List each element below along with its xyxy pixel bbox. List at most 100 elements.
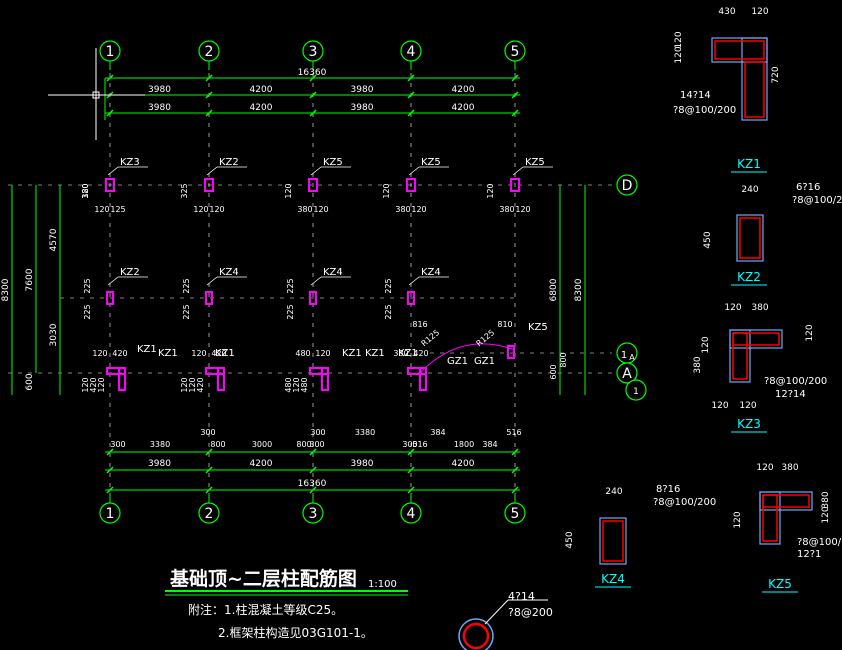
- small-dim-d-5: 120: [209, 205, 224, 214]
- dim-bottom-main-2: 3980: [351, 459, 374, 469]
- axis-right-D-circle: [616, 174, 638, 196]
- dim-top-2-3: 4200: [452, 103, 475, 113]
- column-label-mid-3: KZ4: [421, 267, 441, 278]
- dim-left-2: 4570: [49, 228, 59, 251]
- column-mid-3: [407, 291, 415, 305]
- column-label-extra: KZ5: [528, 322, 548, 333]
- detail-dim: 120: [733, 511, 743, 528]
- column-label-a-3: KZ1: [342, 348, 362, 359]
- dim-right-3: 800: [559, 352, 568, 367]
- note-1: 附注：1.柱混凝土等级C25。: [188, 602, 343, 617]
- dim-tick: [205, 74, 213, 82]
- axis-top-5-label: 5: [511, 44, 520, 60]
- small-dim-a-1: 420: [112, 349, 127, 358]
- dim-top-1-0: 3980: [148, 85, 171, 95]
- dim-bottom-detail-8: 3380: [355, 428, 375, 437]
- label-leader: [310, 166, 322, 176]
- dim-tick: [511, 74, 519, 82]
- small-dim-a-7: 120: [180, 377, 189, 392]
- small-dim-mid-4: 225: [286, 278, 295, 293]
- dim-tick: [106, 486, 114, 494]
- gz-label-1: GZ1: [474, 356, 495, 367]
- small-dim-d-0: 380: [81, 183, 90, 198]
- dim-bottom-detail-6: 800: [296, 440, 311, 449]
- axis-right-A-circle: [616, 362, 638, 384]
- detail-dim: 380: [693, 356, 703, 373]
- small-dim-mid-2: 225: [182, 278, 191, 293]
- dim-bottom-detail-13: 384: [482, 440, 497, 449]
- label-leader: [310, 276, 322, 286]
- dim-left-0: 8300: [1, 278, 11, 301]
- dim-top-2-1: 4200: [250, 103, 273, 113]
- detail-rebar-label: 8?16: [656, 484, 680, 495]
- dim-tick: [106, 448, 114, 456]
- dim-top-1-1: 4200: [250, 85, 273, 95]
- small-dim-d-2: 125: [110, 205, 125, 214]
- detail-dim: 430: [718, 7, 735, 17]
- small-dim-mid-5: 225: [286, 304, 295, 319]
- detail-outline: [736, 214, 764, 262]
- small-dim-a-2: 120: [81, 377, 90, 392]
- small-dim-a-4: 120: [97, 377, 106, 392]
- column-label-d-2: KZ5: [323, 157, 343, 168]
- detail-rebar-label: ?8@100/200: [653, 497, 716, 508]
- detail-outline: [729, 329, 751, 383]
- axis-right-1A-num: 1: [621, 350, 627, 361]
- round-rebar-main: 4?14: [508, 590, 535, 603]
- small-dim-d-9: 120: [382, 183, 391, 198]
- column-d-0: [105, 178, 115, 192]
- detail-caption: KZ4: [601, 572, 625, 586]
- label-leader: [512, 166, 524, 176]
- dim-tick: [205, 448, 213, 456]
- axis-top-1-circle: [99, 40, 121, 62]
- detail-rebar-label: 12?1: [797, 549, 821, 560]
- axis-bottom-2-label: 2: [205, 506, 214, 522]
- small-dim-a-8: 120: [188, 377, 197, 392]
- dim-tick: [106, 74, 114, 82]
- dim-bottom-main-1: 4200: [250, 459, 273, 469]
- detail-dim: 380: [751, 303, 768, 313]
- column-d-1: [204, 178, 214, 192]
- label-leader: [206, 166, 218, 176]
- gz-label-0: GZ1: [447, 356, 468, 367]
- dim-bottom-detail-9: 300: [402, 440, 417, 449]
- detail-dim: 120: [751, 7, 768, 17]
- label-leader: [107, 276, 119, 286]
- detail-rebar: [602, 520, 624, 562]
- dim-right-0: 6800: [549, 278, 559, 301]
- detail-dim: 120: [724, 303, 741, 313]
- axis-bottom-3-circle: [302, 502, 324, 524]
- dim-bottom-detail-0: 300: [110, 440, 125, 449]
- detail-dim: 120: [701, 336, 711, 353]
- detail-rebar-label: 14?14: [680, 90, 711, 101]
- axis-right-D-label: D: [622, 178, 633, 194]
- small-dim-a-3: 420: [89, 377, 98, 392]
- axis-bottom-2-circle: [198, 502, 220, 524]
- dim-tick: [205, 109, 213, 117]
- detail-rebar-label: ?8@100/200: [673, 105, 736, 116]
- axis-bottom-5-label: 5: [511, 506, 520, 522]
- dim-left-4: 600: [25, 373, 35, 390]
- dim-bottom-detail-4: 3000: [252, 440, 272, 449]
- detail-caption: KZ3: [737, 417, 761, 431]
- axis-bottom-4-label: 4: [407, 506, 416, 522]
- column-a-side-2: [321, 367, 329, 391]
- label-leader: [206, 276, 218, 286]
- dim-bottom-detail-5: 300: [310, 428, 325, 437]
- dim-tick: [309, 91, 317, 99]
- column-a-side-3: [419, 367, 427, 391]
- detail-rebar-label: ?8@100/: [797, 537, 842, 548]
- dim-tick: [205, 466, 213, 474]
- dim-tick: [511, 109, 519, 117]
- dim-bottom-detail-14: 516: [506, 428, 521, 437]
- detail-rebar: [744, 61, 765, 118]
- column-label-a-1: KZ1: [158, 348, 178, 359]
- label-leader: [408, 276, 420, 286]
- axis-top-4-circle: [400, 40, 422, 62]
- dim-right-1: 8300: [574, 278, 584, 301]
- small-dim-d-7: 380: [297, 205, 312, 214]
- axis-top-2-label: 2: [205, 44, 214, 60]
